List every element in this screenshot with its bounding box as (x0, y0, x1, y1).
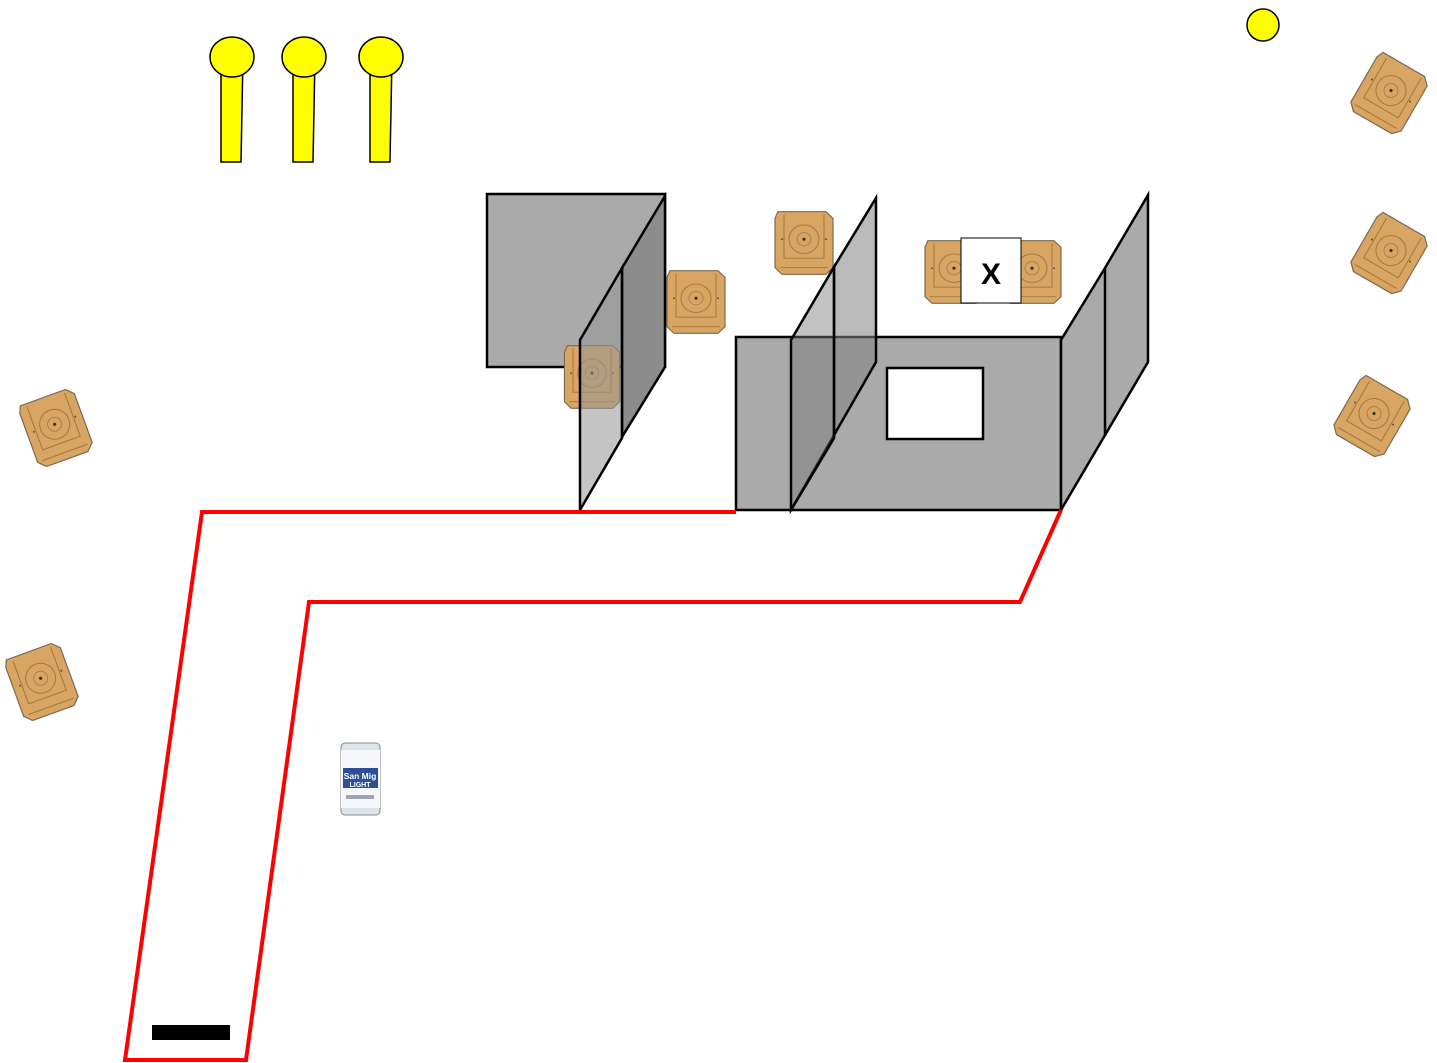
start-position-icon (152, 1025, 230, 1040)
popper-icon (358, 36, 404, 163)
no-shoot-label: X (981, 258, 1001, 291)
popper-icon (281, 36, 327, 163)
wall-window (885, 366, 985, 441)
no-shoot-marker: X (960, 237, 1022, 304)
paper-target-icon (1346, 50, 1432, 138)
steel-plate-icon (1246, 8, 1280, 42)
left-barricade-wing (578, 263, 624, 515)
paper-target-icon (1346, 210, 1432, 298)
paper-target-icon (16, 386, 96, 470)
beer-can-icon: San Mig LIGHT (340, 742, 381, 816)
popper-icon (209, 36, 255, 163)
can-brand-sub: LIGHT (350, 782, 372, 789)
shooting-area-boundary (122, 509, 1063, 1062)
paper-target-icon (2, 640, 82, 724)
can-brand-name: San Mig (344, 771, 377, 781)
paper-target-icon (666, 270, 726, 334)
paper-target-icon (774, 211, 834, 275)
paper-target-icon (1329, 373, 1415, 461)
left-barricade (485, 191, 667, 442)
main-wall (734, 190, 1150, 515)
